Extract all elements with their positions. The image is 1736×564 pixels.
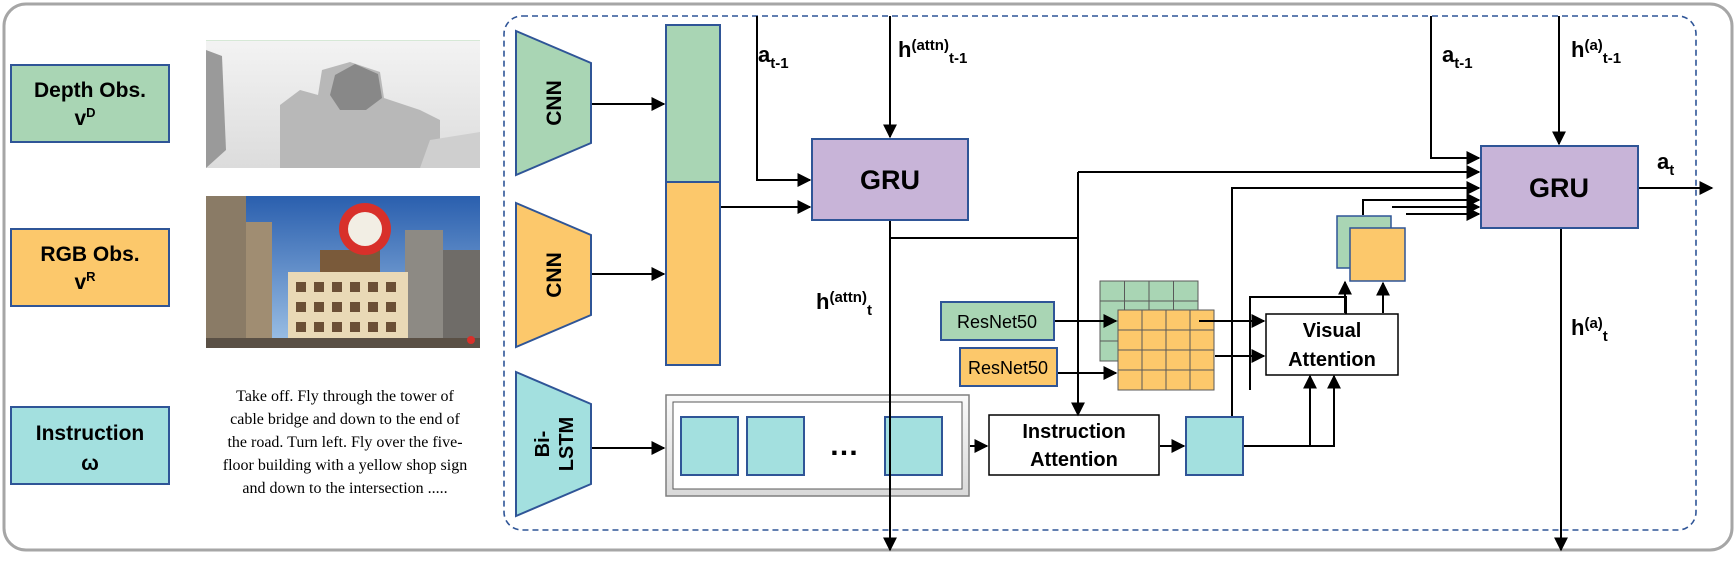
word-sequence: … (665, 394, 970, 497)
instruction-line-2: cable bridge and down to the end of (230, 411, 460, 428)
rgb-obs-title: RGB Obs. (40, 243, 139, 266)
bi-lstm-label-1: Bi- (532, 431, 554, 458)
instruction-symbol: ω (81, 452, 99, 475)
bi-lstm-label-2: LSTM (556, 417, 578, 471)
visual-attention: Visual Attention (1265, 313, 1399, 376)
instruction-box: Instruction ω (10, 406, 170, 485)
signal-a-t: at (1657, 149, 1674, 179)
gru-action-label: GRU (1529, 173, 1589, 203)
visual-attention-label-2: Attention (1288, 349, 1376, 371)
depth-obs-title: Depth Obs. (34, 79, 146, 102)
rgb-feature-block (665, 181, 721, 366)
resnet-rgb: ResNet50 (959, 347, 1058, 387)
instruction-line-3: the road. Turn left. Fly over the five- (227, 434, 462, 451)
depth-feature-block (665, 24, 721, 183)
rgb-obs-box: RGB Obs. vR (10, 228, 170, 307)
signal-h-attn-prev: h(attn)t-1 (898, 37, 967, 67)
instruction-attention-label-2: Attention (1030, 449, 1118, 471)
model-region (503, 15, 1697, 531)
signal-a-prev-1: at-1 (758, 42, 789, 72)
resnet-rgb-label: ResNet50 (968, 358, 1048, 378)
resnet-depth: ResNet50 (940, 301, 1055, 341)
signal-h-attn-t: h(attn)t (816, 289, 872, 319)
word-token-1 (680, 416, 739, 476)
attended-instruction-vector (1185, 416, 1244, 476)
rgb-image (206, 196, 480, 348)
rgb-obs-symbol: vR (74, 269, 96, 294)
depth-obs-symbol: vD (74, 105, 95, 130)
word-token-n (884, 416, 943, 476)
signal-h-a-prev: h(a)t-1 (1571, 37, 1621, 67)
connectors (592, 16, 1714, 552)
instruction-line-5: and down to the intersection ..... (242, 480, 447, 497)
bi-lstm-encoder: Bi- LSTM (515, 370, 592, 518)
attended-rgb-feature (1349, 227, 1406, 282)
cnn-depth-encoder: CNN (515, 29, 592, 177)
depth-obs-box: Depth Obs. vD (10, 64, 170, 143)
cnn-depth-label: CNN (543, 80, 566, 126)
sequence-ellipsis: … (829, 429, 859, 462)
depth-image (206, 40, 480, 168)
word-token-2 (746, 416, 805, 476)
gru-action: GRU (1480, 145, 1639, 229)
visual-attention-label-1: Visual (1303, 320, 1362, 342)
instruction-text: Take off. Fly through the tower of cable… (223, 388, 467, 497)
instruction-title: Instruction (36, 422, 145, 445)
gru-attention-label: GRU (860, 165, 920, 195)
resnet-depth-label: ResNet50 (957, 312, 1037, 332)
cnn-rgb-label: CNN (543, 252, 566, 298)
rgb-feature-grid (1117, 309, 1215, 391)
instruction-attention: Instruction Attention (988, 414, 1160, 476)
instruction-attention-label-1: Instruction (1022, 421, 1125, 443)
cnn-rgb-encoder: CNN (515, 201, 592, 349)
instruction-line-1: Take off. Fly through the tower of (236, 388, 454, 405)
gru-attention: GRU (811, 138, 969, 221)
instruction-line-4: floor building with a yellow shop sign (223, 457, 467, 474)
signal-a-prev-2: at-1 (1442, 42, 1473, 72)
signal-h-a-t: h(a)t (1571, 315, 1608, 345)
